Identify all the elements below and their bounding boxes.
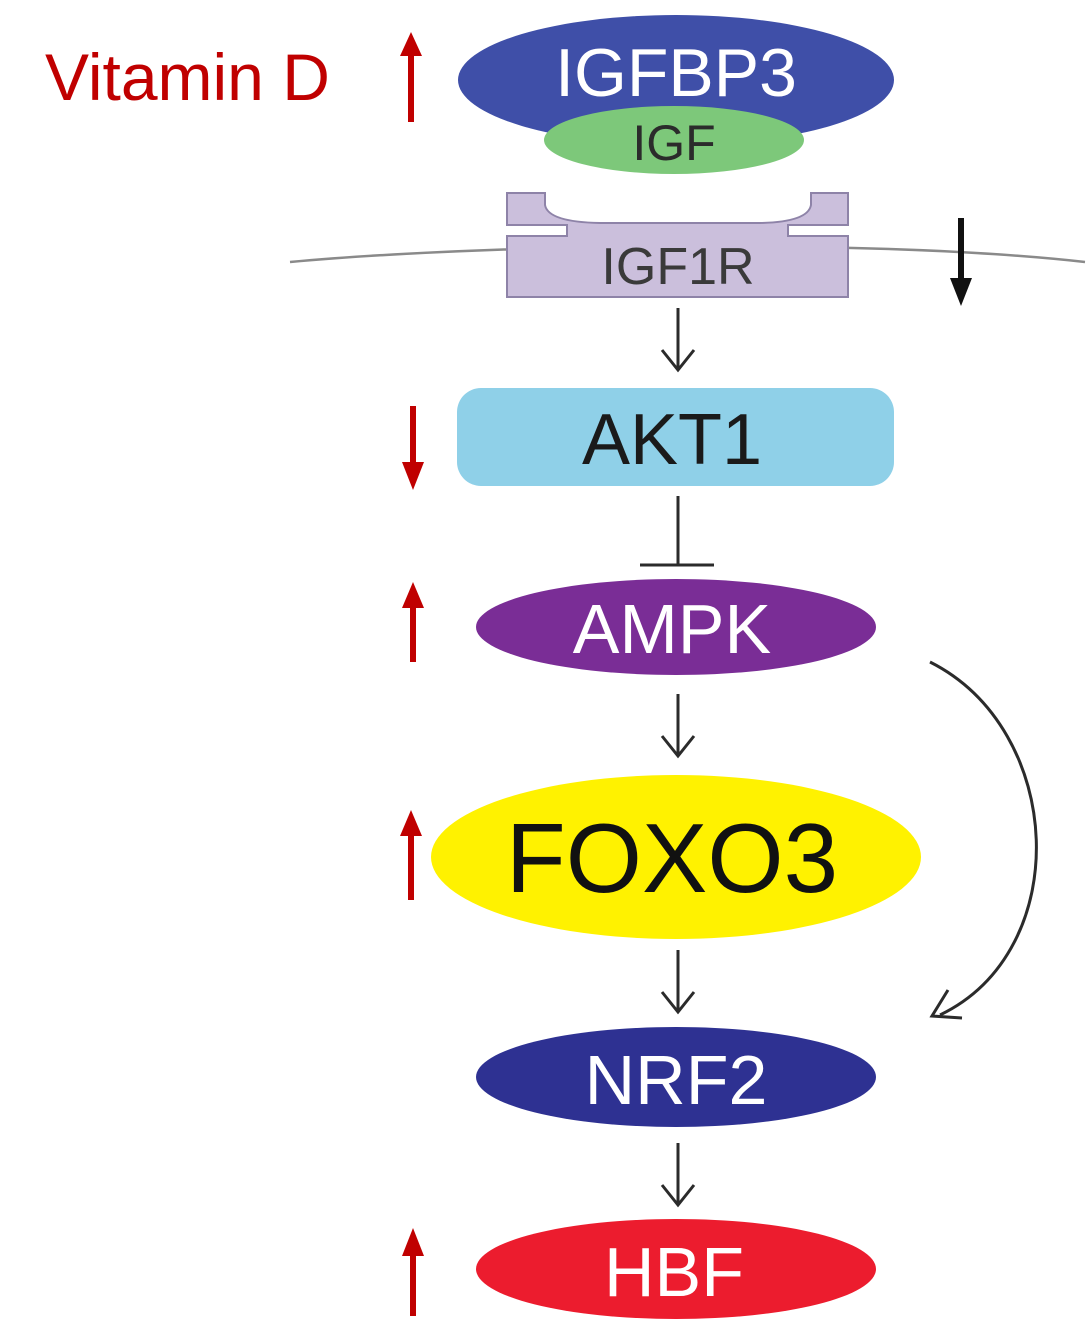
foxo3-label: FOXO3 — [506, 803, 838, 913]
vitamin-d-label: Vitamin D — [45, 40, 330, 114]
nrf2-ellipse — [476, 1027, 876, 1127]
edge-ampk-foxo3-arrowhead — [660, 735, 696, 759]
akt1-label: AKT1 — [582, 400, 762, 480]
akt1-down-arrow-icon — [402, 406, 424, 490]
hbf-ellipse — [476, 1219, 876, 1319]
foxo3-ellipse — [431, 775, 921, 939]
edge-foxo3-nrf2-arrowhead — [660, 991, 696, 1015]
igf1r-receptor-shape — [506, 192, 849, 298]
hbf-label: HBF — [604, 1233, 744, 1311]
hbf-node: HBF — [476, 1219, 876, 1319]
edge-nrf2-hbf-arrowhead — [660, 1184, 696, 1208]
edges — [640, 308, 1038, 1208]
nrf2-label: NRF2 — [585, 1041, 768, 1119]
igf-label: IGF — [632, 115, 715, 171]
edge-igf1r-akt1-arrowhead — [660, 349, 696, 373]
ampk-ellipse — [476, 579, 876, 675]
igfbp3-label: IGFBP3 — [555, 35, 797, 111]
igfbp3-ellipse — [458, 15, 894, 145]
foxo3-up-arrow-icon — [400, 810, 422, 900]
igfbp3-up-arrow-icon — [400, 32, 422, 122]
akt1-node: AKT1 — [457, 388, 894, 486]
igf1r-down-arrow-icon — [950, 218, 972, 306]
ampk-label: AMPK — [573, 590, 771, 668]
akt1-rect — [457, 388, 894, 486]
igf1r-receptor: IGF1R — [506, 192, 849, 298]
foxo3-node: FOXO3 — [431, 775, 921, 939]
edge-ampk-nrf2-curved — [929, 660, 1038, 1017]
igf1r-label: IGF1R — [601, 238, 754, 296]
regulation-marks — [400, 32, 972, 1316]
igf-node: IGF — [544, 106, 804, 174]
edge-ampk-nrf2-curved-arrowhead — [929, 989, 963, 1020]
ampk-node: AMPK — [476, 579, 876, 675]
ampk-up-arrow-icon — [402, 582, 424, 662]
hbf-up-arrow-icon — [402, 1228, 424, 1316]
nrf2-node: NRF2 — [476, 1027, 876, 1127]
igf-ellipse — [544, 106, 804, 174]
igfbp3-node: IGFBP3 — [458, 15, 894, 145]
